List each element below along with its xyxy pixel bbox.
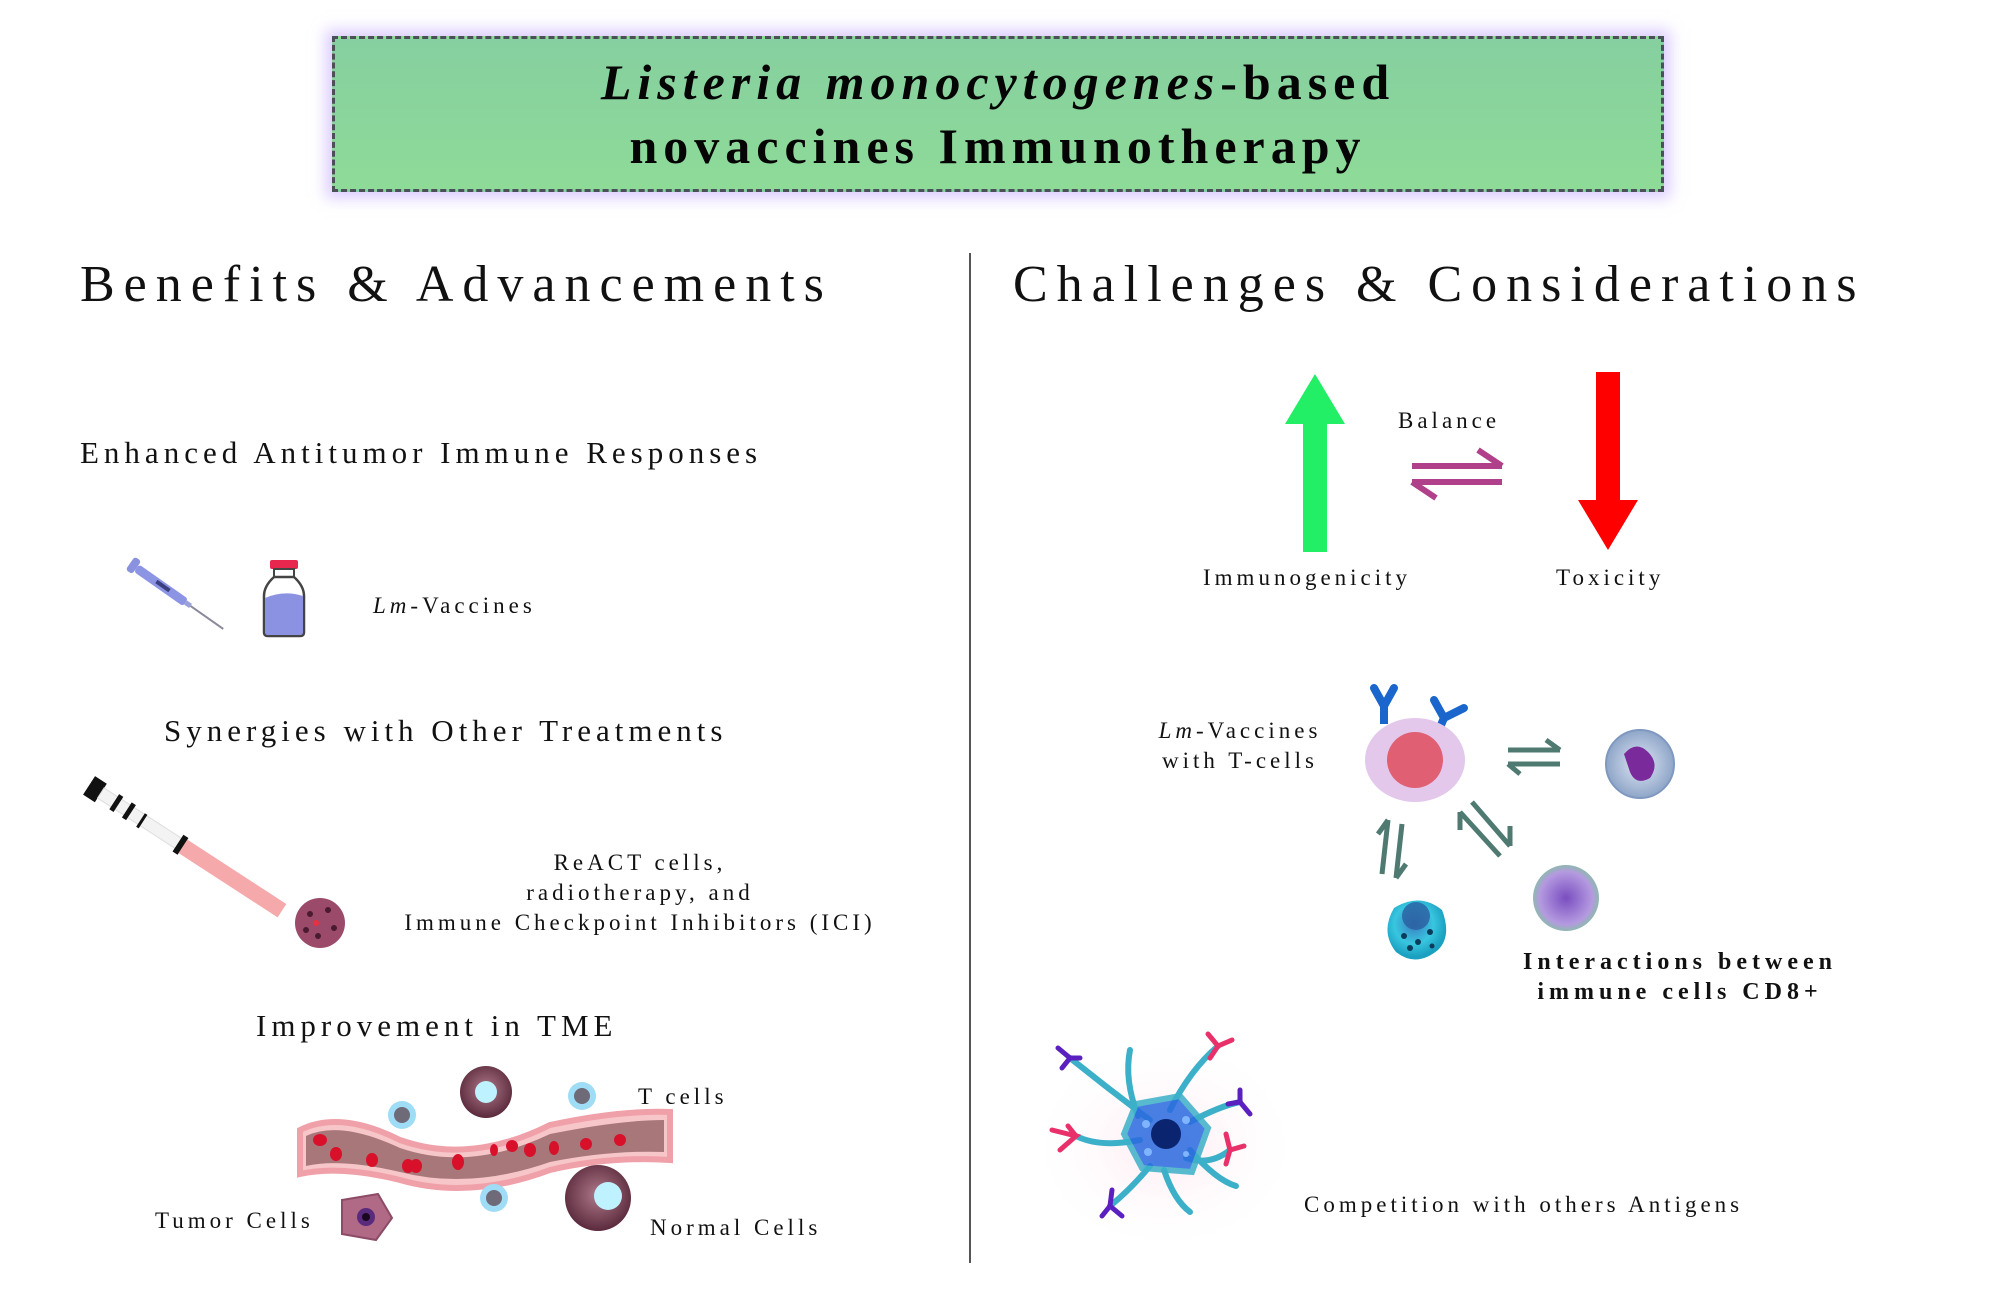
- t-cells-label: T cells: [638, 1084, 728, 1109]
- competition-label: Competition with others Antigens: [1304, 1192, 1744, 1217]
- title-line1-rest: -based: [1220, 54, 1396, 110]
- title-line-2: novaccines Immunotherapy: [629, 118, 1367, 174]
- interactions-caption-line-2: immune cells CD8+: [1537, 979, 1823, 1005]
- normal-cell-icon: [460, 1066, 512, 1118]
- lymphocyte-icon: [1533, 865, 1599, 931]
- with-tcells-line: with T-cells: [1162, 748, 1318, 773]
- column-divider: [969, 253, 971, 1263]
- tumor-cells-label: Tumor Cells: [155, 1208, 314, 1233]
- toxicity-down-arrow-icon: [1578, 372, 1638, 550]
- neutrophil-icon: [1605, 729, 1675, 799]
- right-heading: Challenges & Considerations: [1013, 256, 1866, 313]
- balance-label: Balance: [1398, 408, 1501, 433]
- t-cell-icon: [568, 1082, 596, 1110]
- title-line-1: Listeria monocytogenes-based: [601, 50, 1395, 114]
- t-cell-icon: [388, 1101, 416, 1129]
- synergies-line-1: ReACT cells,: [553, 850, 727, 875]
- title-italic-species: Listeria monocytogenes: [600, 54, 1221, 110]
- radiation-syringe-icon: [83, 776, 345, 948]
- normal-cells-label: Normal Cells: [650, 1215, 822, 1240]
- lm-italic: Lm: [1158, 718, 1196, 743]
- section-heading-enhanced: Enhanced Antitumor Immune Responses: [80, 435, 763, 470]
- interactions-caption-line-1: Interactions between: [1523, 949, 1837, 975]
- lm-vaccines-tcells-label: Lm-Vaccines with T-cells: [1140, 716, 1340, 776]
- section-heading-synergies: Synergies with Other Treatments: [164, 713, 728, 748]
- immunogenicity-up-arrow-icon: [1285, 374, 1345, 552]
- tme-illustration: [297, 1066, 673, 1242]
- t-cell-with-antibodies-icon: [1365, 684, 1468, 802]
- vaccine-vial-icon: [262, 560, 306, 638]
- syringe-icon: [126, 557, 224, 630]
- t-cell-icon: [480, 1184, 508, 1212]
- interactions-caption: Interactions between immune cells CD8+: [1480, 947, 1880, 1007]
- equilibrium-arrow-diagonal-icon: [1457, 800, 1513, 858]
- dendritic-cell-icon: [1040, 1031, 1290, 1245]
- lm-italic: Lm: [373, 593, 411, 618]
- blood-vessel-icon: [297, 1108, 673, 1191]
- tumor-cell-icon: [341, 1192, 394, 1242]
- normal-cell-icon: [565, 1165, 631, 1231]
- lm-vaccines-line: Lm-Vaccines: [1140, 716, 1340, 746]
- vaccines-text: -Vaccines: [410, 593, 536, 618]
- immunogenicity-label: Immunogenicity: [1203, 565, 1412, 590]
- toxicity-label: Toxicity: [1556, 565, 1665, 590]
- title-banner: Listeria monocytogenes-based novaccines …: [332, 36, 1664, 192]
- equilibrium-arrows-icon: [1410, 447, 1504, 501]
- vaccines-text: -Vaccines: [1196, 718, 1322, 743]
- synergies-line-3: Immune Checkpoint Inhibitors (ICI): [404, 910, 876, 935]
- monocyte-icon: [1387, 900, 1447, 960]
- equilibrium-arrow-down-icon: [1375, 818, 1409, 880]
- synergies-label: ReACT cells, radiotherapy, and Immune Ch…: [380, 848, 900, 938]
- tumor-cell-icon: [295, 898, 345, 948]
- equilibrium-arrow-right-icon: [1506, 737, 1562, 776]
- section-heading-tme: Improvement in TME: [256, 1008, 618, 1043]
- lm-vaccines-label: Lm-Vaccines: [373, 593, 536, 619]
- left-heading: Benefits & Advancements: [80, 256, 833, 313]
- synergies-line-2: radiotherapy, and: [526, 880, 754, 905]
- immune-interactions-diagram: [1365, 684, 1675, 960]
